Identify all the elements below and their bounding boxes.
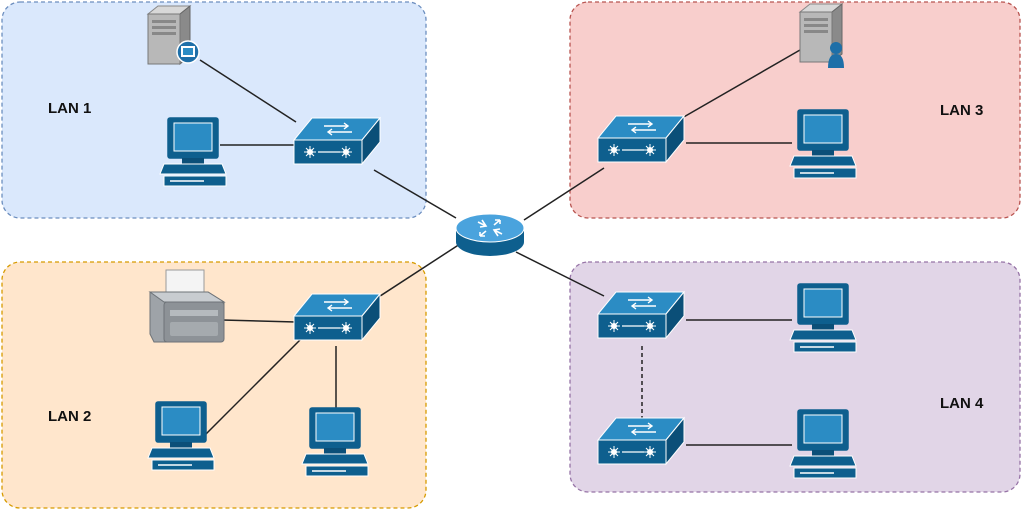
link-lan1-server-switch: [199, 59, 297, 123]
server-icon: [147, 5, 200, 65]
link-lan4-switch-router: [515, 251, 605, 297]
link-lan2-pc1-switch: [205, 339, 301, 435]
link-lan3-server-switch: [681, 49, 801, 119]
lan3-label: LAN 3: [940, 102, 983, 119]
computer-icon: [159, 117, 227, 187]
link-lan2-printer-switch: [221, 319, 297, 323]
switch-icon: [597, 291, 685, 339]
lan3-zone: [569, 1, 1021, 219]
server-icon: [799, 3, 844, 68]
switch-icon: [597, 417, 685, 465]
computer-icon: [147, 401, 215, 471]
links: [199, 49, 801, 446]
link-lan1-switch-router: [373, 169, 457, 219]
computer-icon: [301, 407, 369, 477]
router-icon: [455, 213, 525, 256]
switch-icon: [293, 117, 381, 165]
computer-icon: [789, 283, 857, 353]
switch-icon: [597, 115, 685, 163]
lan1-label: LAN 1: [48, 100, 91, 117]
computer-icon: [789, 109, 857, 179]
link-lan2-switch-router: [373, 243, 461, 301]
switch-icon: [293, 293, 381, 341]
lan4-label: LAN 4: [940, 395, 984, 412]
lan2-label: LAN 2: [48, 408, 91, 425]
computer-icon: [789, 409, 857, 479]
link-lan3-switch-router: [523, 167, 605, 221]
